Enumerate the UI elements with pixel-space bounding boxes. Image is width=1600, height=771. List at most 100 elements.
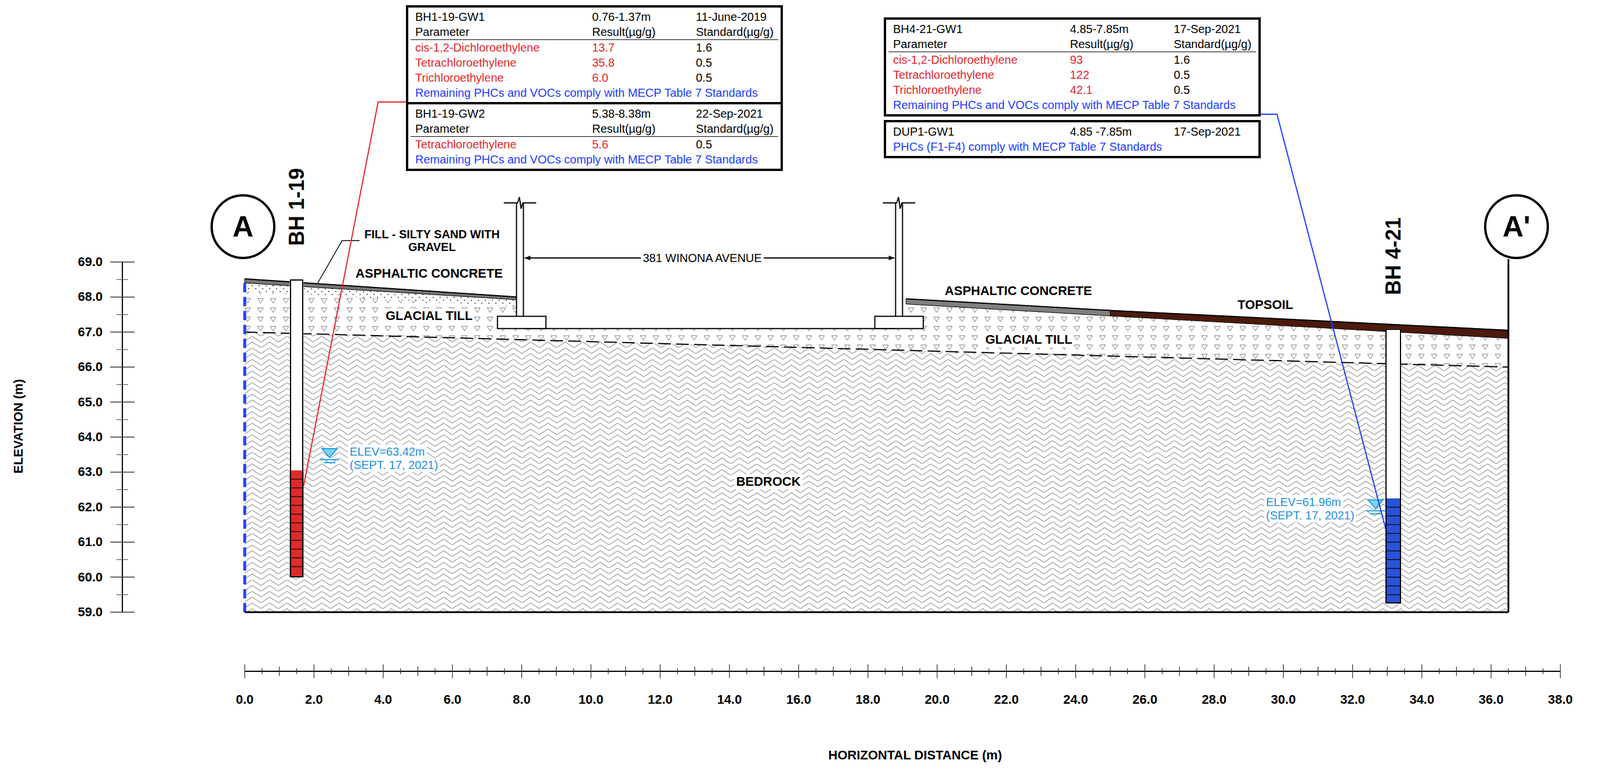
building-wall [895, 202, 903, 317]
axis-tick [988, 668, 990, 675]
ground-line [244, 278, 519, 297]
tick-label: 67.0 [75, 324, 105, 340]
screen-slot [289, 531, 304, 532]
column-header: Parameter [888, 36, 1066, 53]
tick-label: 20.0 [923, 692, 952, 708]
axis-tick [815, 668, 816, 675]
tick-label: 26.0 [1130, 692, 1160, 708]
axis-tick [110, 472, 135, 474]
axis-tick [110, 401, 135, 404]
column-header: Result(µg/g) [1065, 36, 1170, 53]
borehole-label: BH 1-19 [285, 168, 308, 246]
section-marker: A' [1484, 194, 1549, 260]
building-label: 381 WINONA AVENUE [640, 251, 764, 266]
axis-tick [110, 541, 135, 543]
sample-header: 0.76-1.37m [587, 9, 692, 25]
axis-tick [365, 668, 366, 675]
screen-slot [289, 549, 304, 550]
borehole: BH 1-19 [289, 279, 304, 578]
axis-tick [1473, 668, 1475, 675]
axis-tick [116, 279, 129, 281]
water-level-symbol [323, 462, 336, 464]
axis-tick [1144, 664, 1146, 679]
axis-tick [1282, 664, 1284, 679]
axis-tick [919, 668, 921, 675]
tick-label: 22.0 [992, 692, 1021, 708]
results-table: BH4-21-GW14.85-7.85m17-Sep-2021Parameter… [883, 17, 1261, 117]
axis-tick [1300, 668, 1301, 675]
axis-tick [1403, 668, 1405, 675]
section-marker: A [210, 194, 276, 260]
water-level-symbol [1368, 499, 1384, 509]
well-pipe [1385, 328, 1402, 604]
sample-header: 17-Sep-2021 [1169, 124, 1257, 140]
section-letter: A' [1502, 210, 1531, 243]
water-level-symbol [321, 448, 337, 458]
column-header: Standard(µg/g) [691, 121, 779, 137]
screen-slot [1385, 542, 1402, 543]
table-cell: 0.5 [691, 55, 779, 71]
axis-tick [1196, 668, 1197, 675]
column-header: Standard(µg/g) [691, 24, 779, 41]
screen-slot [289, 557, 304, 559]
table-cell: 122 [1065, 67, 1170, 83]
axis-tick [1559, 664, 1561, 679]
layer-label: GLACIAL TILL [383, 308, 475, 324]
tick-label: 63.0 [75, 464, 105, 480]
axis-tick [296, 668, 297, 675]
axis-tick [677, 668, 678, 675]
tick-label: 64.0 [75, 429, 105, 445]
table-cell: 1.6 [691, 40, 779, 56]
axis-tick [110, 436, 135, 438]
tick-label: 65.0 [75, 394, 105, 411]
column-header: Result(µg/g) [587, 121, 692, 137]
tick-label: 38.0 [1546, 692, 1575, 708]
axis-tick [1231, 668, 1232, 675]
sample-header: 22-Sep-2021 [691, 106, 779, 122]
asphalt-layer [905, 298, 1110, 317]
asphalt-layer [244, 278, 519, 300]
axis-tick [902, 666, 903, 677]
table-cell: 35.8 [587, 55, 692, 71]
screen-slot [1385, 515, 1402, 517]
water-level-text: ELEV=61.96m [1264, 495, 1344, 510]
leader-connector [303, 102, 407, 487]
screen-slot [289, 496, 304, 497]
sample-header: 5.38-8.38m [587, 106, 692, 122]
screen-slot [289, 513, 304, 515]
footing [875, 316, 924, 329]
axis-tick [116, 559, 129, 561]
axis-tick [116, 349, 129, 350]
axis-tick [1075, 664, 1076, 679]
axis-tick [1213, 664, 1215, 679]
axis-tick [503, 668, 505, 675]
layer-label: TOPSOIL [1235, 297, 1295, 313]
axis-tick [110, 366, 135, 368]
borehole-label: BH 4-21 [1382, 217, 1405, 296]
table-note: Remaining PHCs and VOCs comply with MECP… [410, 85, 779, 101]
layer-label: ASPHALTIC CONCRETE [942, 283, 1094, 299]
tick-label: 32.0 [1338, 692, 1367, 708]
building-wall [516, 202, 524, 317]
tick-label: 62.0 [75, 499, 105, 515]
column-header: Parameter [410, 24, 588, 41]
screen-slot [1385, 568, 1402, 569]
column-header: Result(µg/g) [587, 24, 692, 41]
table-cell: 0.5 [691, 70, 779, 86]
table-cell: Trichloroethylene [888, 82, 1066, 98]
axis-tick [1265, 668, 1266, 675]
axis-tick [1248, 666, 1250, 677]
axis-tick [832, 666, 834, 677]
axis-tick [331, 668, 332, 675]
axis-tick [746, 668, 747, 675]
axis-tick [867, 664, 869, 679]
axis-tick [763, 666, 765, 677]
water-level-text: (SEPT. 17, 2021) [1264, 508, 1356, 523]
axis-tick [625, 666, 626, 677]
tick-label: 66.0 [75, 359, 105, 375]
axis-tick [607, 668, 609, 675]
axis-tick [110, 331, 135, 333]
well-screen [289, 470, 304, 578]
table-cell: 6.0 [587, 70, 692, 86]
